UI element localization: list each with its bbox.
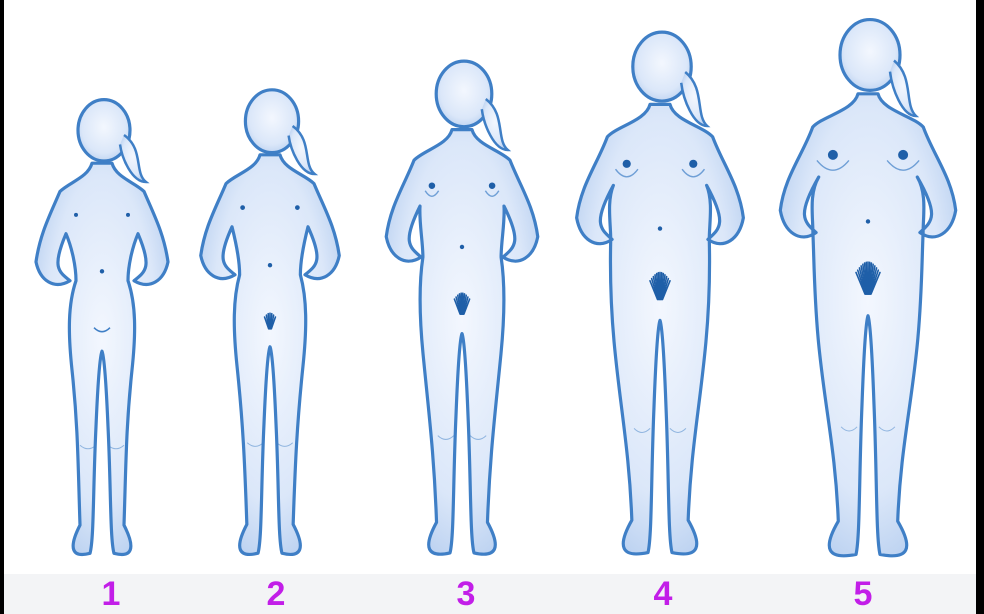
nipple-dot [898,150,908,160]
navel-dot [866,219,870,223]
navel-dot [658,226,662,230]
body-silhouette [201,155,340,555]
nipple-dot [489,182,496,189]
nipple-dot [689,160,697,168]
female-figure-icon [577,32,744,554]
ponytail [681,72,707,126]
female-figure-icon [780,20,955,556]
body-silhouette [780,94,955,556]
nipple-dot [126,213,130,217]
ponytail [890,61,916,117]
ponytail [482,99,508,150]
nipple-dot [74,213,78,217]
nipple-dot [429,182,436,189]
navel-dot [268,263,272,267]
female-figure-icon [36,100,168,555]
ponytail [120,135,146,182]
navel-dot [460,245,464,249]
body-silhouette [577,104,744,554]
female-figure-icon [386,61,538,554]
stage-label-4: 4 [633,576,693,612]
body-silhouette [386,130,538,555]
nipple-dot [623,160,631,168]
stage-label-1: 1 [81,576,141,612]
female-figure-icon [201,90,340,555]
nipple-dot [295,205,300,210]
stage-label-3: 3 [436,576,496,612]
nipple-dot [828,150,838,160]
stage-label-2: 2 [246,576,306,612]
ponytail [289,126,315,174]
navel-dot [100,269,104,273]
stage-label-5: 5 [833,576,893,612]
nipple-dot [240,205,245,210]
body-silhouette [36,163,168,554]
